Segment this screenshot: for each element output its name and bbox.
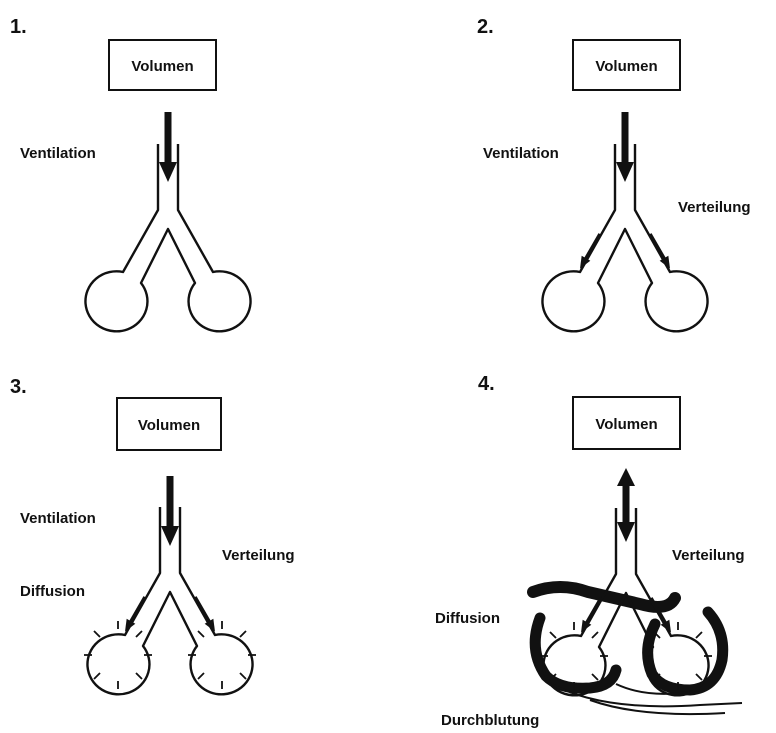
ventilation-arrow: [616, 112, 634, 182]
diffusion-ticks-left: [540, 622, 608, 690]
distribution-label: Verteilung: [222, 547, 295, 564]
volume-label: Volumen: [138, 417, 200, 434]
panel-number: 1.: [10, 16, 27, 38]
ventilation-arrow: [161, 476, 179, 546]
distribution-label: Verteilung: [672, 547, 745, 564]
panel-number: 3.: [10, 376, 27, 398]
perfusion-label: Durchblutung: [441, 712, 539, 729]
ventilation-label: Ventilation: [20, 510, 96, 527]
diffusion-label: Diffusion: [435, 610, 500, 627]
volume-label: Volumen: [595, 416, 657, 433]
panel-number: 2.: [477, 16, 494, 38]
distribution-label: Verteilung: [678, 199, 751, 216]
volume-label: Volumen: [131, 58, 193, 75]
diffusion-ticks-right: [644, 622, 712, 690]
panel-2: 2. Volumen Ventilation Verteilung: [477, 16, 751, 331]
diffusion-ticks-right: [188, 621, 256, 689]
ventilation-label: Ventilation: [483, 145, 559, 162]
diffusion-label: Diffusion: [20, 583, 85, 600]
panel-3: 3. Volumen Ventilation Verteilung Diffus…: [10, 376, 295, 694]
panel-1: 1. Volumen Ventilation: [10, 16, 251, 331]
ventilation-double-arrow: [617, 468, 635, 542]
ventilation-label: Ventilation: [20, 145, 96, 162]
panel-4: 4. Volumen Verteilung Diffusion Durchblu…: [435, 373, 745, 729]
ventilation-arrow: [159, 112, 177, 182]
panel-number: 4.: [478, 373, 495, 395]
diffusion-ticks-left: [84, 621, 152, 689]
volume-label: Volumen: [595, 58, 657, 75]
